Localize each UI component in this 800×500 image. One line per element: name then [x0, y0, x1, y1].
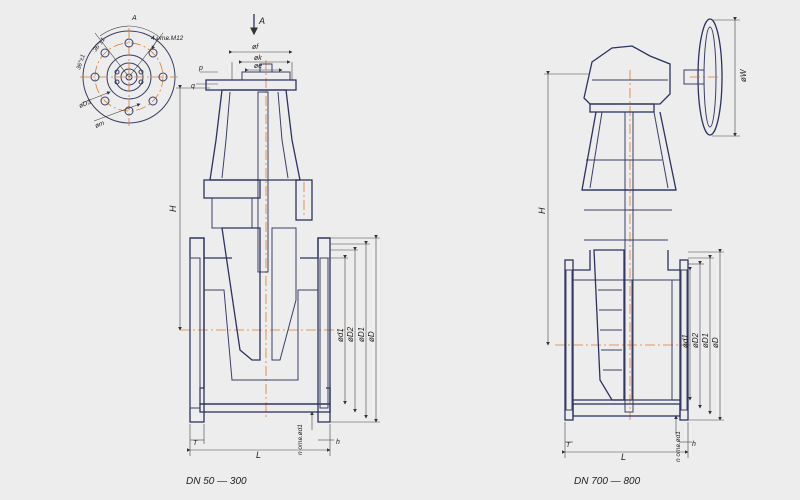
t-label: T — [193, 440, 198, 447]
m-label: øm — [94, 120, 106, 130]
flange-view-letter: A — [131, 15, 137, 22]
f-label: øf — [252, 44, 259, 51]
valve-small — [180, 60, 345, 423]
n-holes-label-large: n отв.ød1 — [675, 431, 682, 462]
d1-label: ød1 — [336, 328, 345, 342]
p-label: p — [198, 65, 203, 72]
k-label: øk — [254, 55, 262, 62]
dd1-label: øD1 — [357, 327, 366, 342]
l-label: L — [256, 450, 261, 460]
valve-small-dimensions — [176, 14, 380, 456]
e-label: øe — [254, 63, 262, 70]
d2-label: øD2 — [346, 326, 355, 342]
d3-label: øD3 — [78, 99, 92, 110]
caption-large: DN 700 — 800 — [574, 476, 641, 487]
holes-note: 4 отв.М12 — [151, 35, 184, 42]
caption-small: DN 50 — 300 — [186, 476, 247, 487]
angle-label-1: 36°±1 — [76, 54, 87, 71]
q-label: q — [191, 83, 195, 90]
h-dimension-label: H — [168, 205, 178, 212]
flange-view-a — [80, 25, 178, 126]
view-arrow-label: A — [258, 16, 265, 26]
d-label: øD — [367, 331, 376, 342]
dd1-label-large: øD1 — [701, 333, 710, 348]
d-label-large: øD — [711, 337, 720, 348]
d1-label-large: ød1 — [681, 334, 690, 348]
h-label-large: h — [692, 441, 696, 448]
l-label-large: L — [621, 452, 626, 462]
valve-large — [555, 18, 723, 421]
d2-label-large: øD2 — [691, 332, 700, 348]
t-label-large: T — [566, 442, 571, 449]
n-holes-label: n отв.ød1 — [297, 424, 304, 455]
valve-large-dimensions — [544, 17, 740, 458]
h-dimension-label-large: H — [537, 207, 547, 214]
h-label: h — [336, 439, 340, 446]
w-label: øW — [739, 68, 748, 82]
